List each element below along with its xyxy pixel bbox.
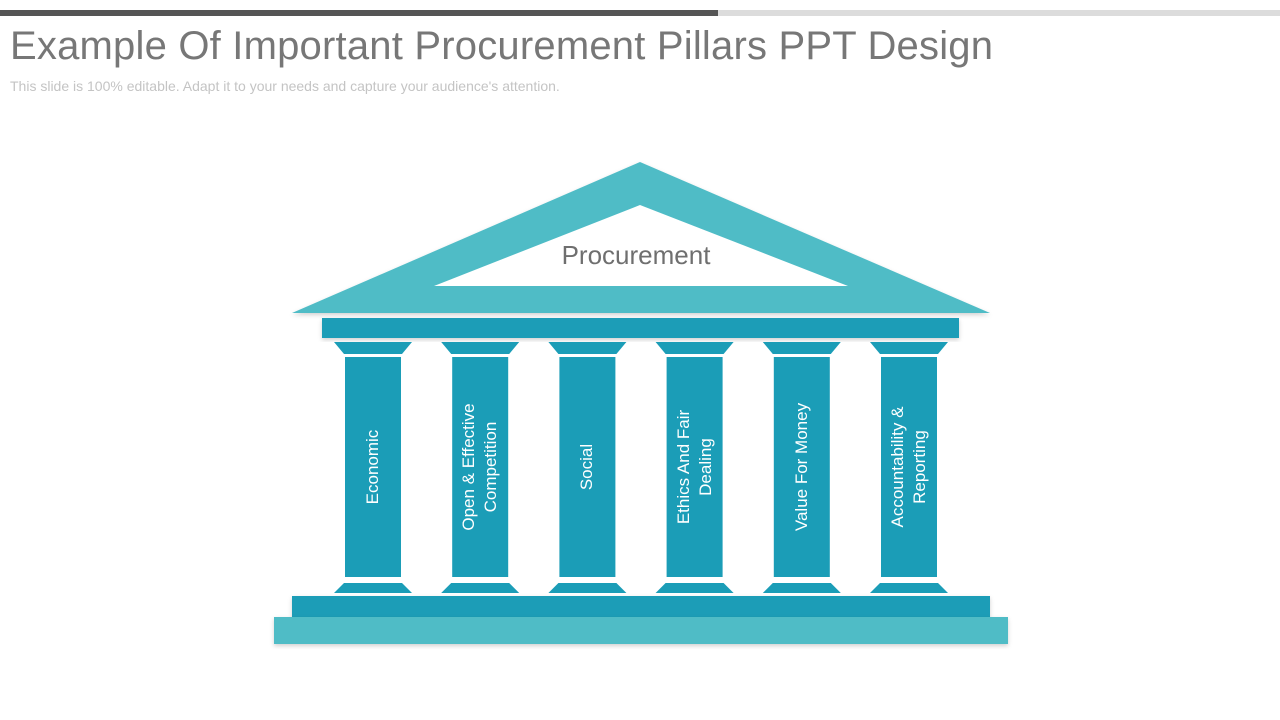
base-step-top: [292, 596, 990, 617]
pillar-shaft: [881, 357, 937, 577]
pillar-shaft: [666, 357, 723, 577]
pillar-capital: [762, 342, 841, 354]
pillar-foot: [870, 583, 948, 593]
pillar-label: Economic: [362, 429, 382, 505]
pillar-foot: [655, 583, 734, 593]
slide-title: Example Of Important Procurement Pillars…: [10, 24, 994, 68]
pillar-capital: [334, 342, 412, 354]
pillar-capital: [441, 342, 520, 354]
progress-bar-filled: [0, 10, 718, 16]
slide-subtitle: This slide is 100% editable. Adapt it to…: [10, 78, 560, 94]
pillar-label: Ethics And Fair Dealing: [673, 409, 715, 525]
pillar-shaft: [773, 357, 830, 577]
pillar-shaft: [345, 357, 401, 577]
pillar-capital: [548, 342, 627, 354]
pillar-shaft: [559, 357, 616, 577]
pillars-group: [334, 342, 948, 593]
pillar-label: Social: [577, 443, 597, 491]
pillar-foot: [762, 583, 841, 593]
progress-bar-track: [718, 10, 1280, 16]
pillar-foot: [334, 583, 412, 593]
pillar-label: Accountability & Reporting: [887, 406, 929, 528]
base-step-bottom: [274, 617, 1008, 644]
pillar-label: Value For Money: [791, 402, 811, 532]
pillar-foot: [548, 583, 627, 593]
pillar-label: Open & Effective Competition: [459, 403, 501, 531]
roof-inner-triangle: [434, 205, 848, 286]
roof-label: Procurement: [561, 240, 711, 270]
pillar-capital: [870, 342, 948, 354]
pillar-foot: [441, 583, 520, 593]
top-beam: [322, 318, 959, 338]
pillar-capital: [655, 342, 734, 354]
pillar-shaft: [452, 357, 509, 577]
